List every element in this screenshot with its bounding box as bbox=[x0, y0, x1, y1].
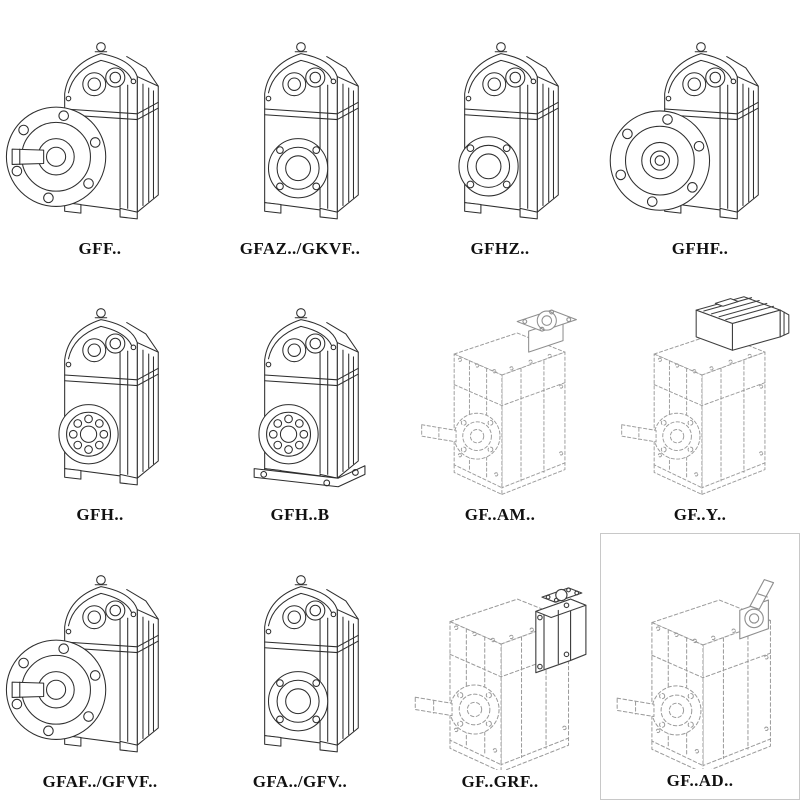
model-label: GFH.. bbox=[76, 505, 124, 525]
gearbox-flange-shaft-drawing bbox=[5, 575, 159, 753]
catalog-cell-gfaf-gfvf: GFAF../GFVF.. bbox=[0, 533, 200, 800]
model-label: GFH..B bbox=[270, 505, 330, 525]
catalog-cell-gf-grf: GF..GRF.. bbox=[400, 533, 600, 800]
gearbox-with-motor-drawing bbox=[621, 296, 790, 496]
catalog-cell-gfa-gfv: GFA../GFV.. bbox=[200, 533, 400, 800]
catalog-cell-gfhz: GFHZ.. bbox=[400, 0, 600, 267]
catalog-cell-gf-am: GF..AM.. bbox=[400, 267, 600, 534]
model-label: GF..AD.. bbox=[666, 770, 734, 790]
gearbox-hollow-shaft-drawing bbox=[264, 41, 359, 220]
catalog-cell-gfhf: GFHF.. bbox=[600, 0, 800, 267]
catalog-cell-gf-ad: GF..AD.. bbox=[600, 533, 800, 800]
gearbox-motor-adapter-drawing bbox=[421, 309, 577, 496]
gearbox-flange-shaft-drawing bbox=[5, 41, 159, 220]
model-label: GFAF../GFVF.. bbox=[42, 771, 158, 791]
catalog-cell-gff: GFF.. bbox=[0, 0, 200, 267]
gearbox-foot-mount-drawing bbox=[253, 308, 366, 488]
gearbox-bearing-hub-drawing bbox=[58, 308, 159, 486]
catalog-cell-gfh: GFH.. bbox=[0, 267, 200, 534]
model-label: GFAZ../GKVF.. bbox=[239, 238, 361, 258]
catalog-cell-gf-y: GF..Y.. bbox=[600, 267, 800, 534]
gearbox-hollow-shaft-drawing bbox=[264, 575, 359, 753]
model-label: GFF.. bbox=[78, 238, 122, 258]
model-label: GF..GRF.. bbox=[461, 771, 539, 791]
model-label: GFA../GFV.. bbox=[252, 771, 348, 791]
model-label: GF..Y.. bbox=[673, 505, 727, 525]
catalog-cell-gfaz-gkvf: GFAZ../GKVF.. bbox=[200, 0, 400, 267]
model-label: GFHZ.. bbox=[470, 238, 530, 258]
gearbox-flange-hollow-drawing bbox=[609, 41, 759, 220]
gearbox-hollow-shaft-side-drawing bbox=[458, 41, 559, 220]
catalog-cell-gfh-b: GFH..B bbox=[200, 267, 400, 534]
gearbox-free-input-shaft-drawing bbox=[616, 579, 775, 769]
model-label: GF..AM.. bbox=[464, 505, 536, 525]
gearbox-input-adapter-drawing bbox=[414, 587, 587, 770]
model-label: GFHF.. bbox=[671, 238, 729, 258]
